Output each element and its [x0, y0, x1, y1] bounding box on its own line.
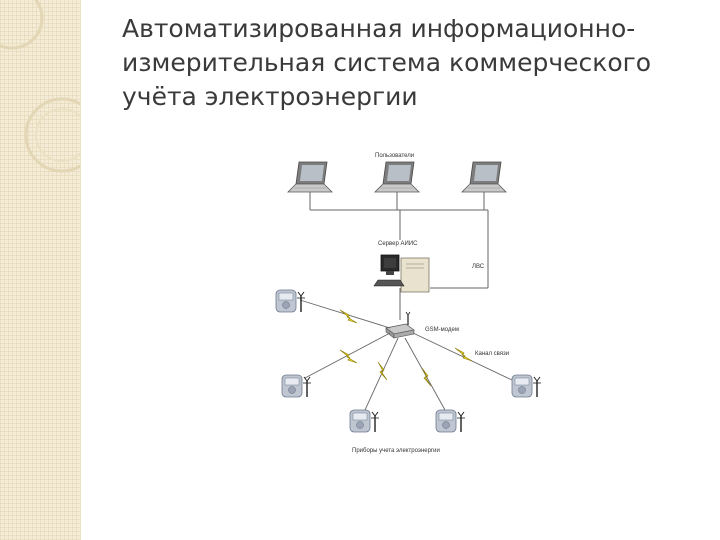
title-line-3: учёта электроэнергии — [122, 82, 418, 111]
server-label: Сервер АИИС — [378, 241, 418, 247]
lan-connections — [309, 192, 489, 320]
meter-3-icon — [349, 409, 380, 433]
meters-label: Приборы учета электроэнергии — [352, 448, 440, 454]
lan-label: ЛВС — [472, 264, 485, 270]
channel-label: Канал связи — [475, 351, 509, 357]
user-laptop-1-icon — [287, 161, 333, 193]
user-laptop-2-icon — [374, 161, 420, 193]
title-line-1: Автоматизированная информационно- — [122, 14, 636, 43]
users-label: Пользователи — [375, 153, 414, 159]
server-icon — [373, 254, 430, 293]
user-laptop-3-icon — [461, 161, 507, 193]
title-line-2: измерительная система коммерческого — [122, 48, 652, 77]
meter-2-icon — [281, 374, 312, 398]
decorative-sidebar — [0, 0, 81, 540]
slide-title: Автоматизированная информационно- измери… — [122, 12, 702, 114]
meter-4-icon — [435, 409, 466, 433]
gsm-modem-label: GSM-модем — [425, 327, 459, 333]
network-diagram: Пользователи Сервер АИИС ЛВС GSM-модем — [275, 153, 542, 454]
meter-1-icon — [275, 289, 306, 313]
signal-bolt-4-icon — [421, 367, 432, 387]
sidebar-circles-decoration — [0, 0, 80, 173]
meter-5-icon — [511, 374, 542, 398]
